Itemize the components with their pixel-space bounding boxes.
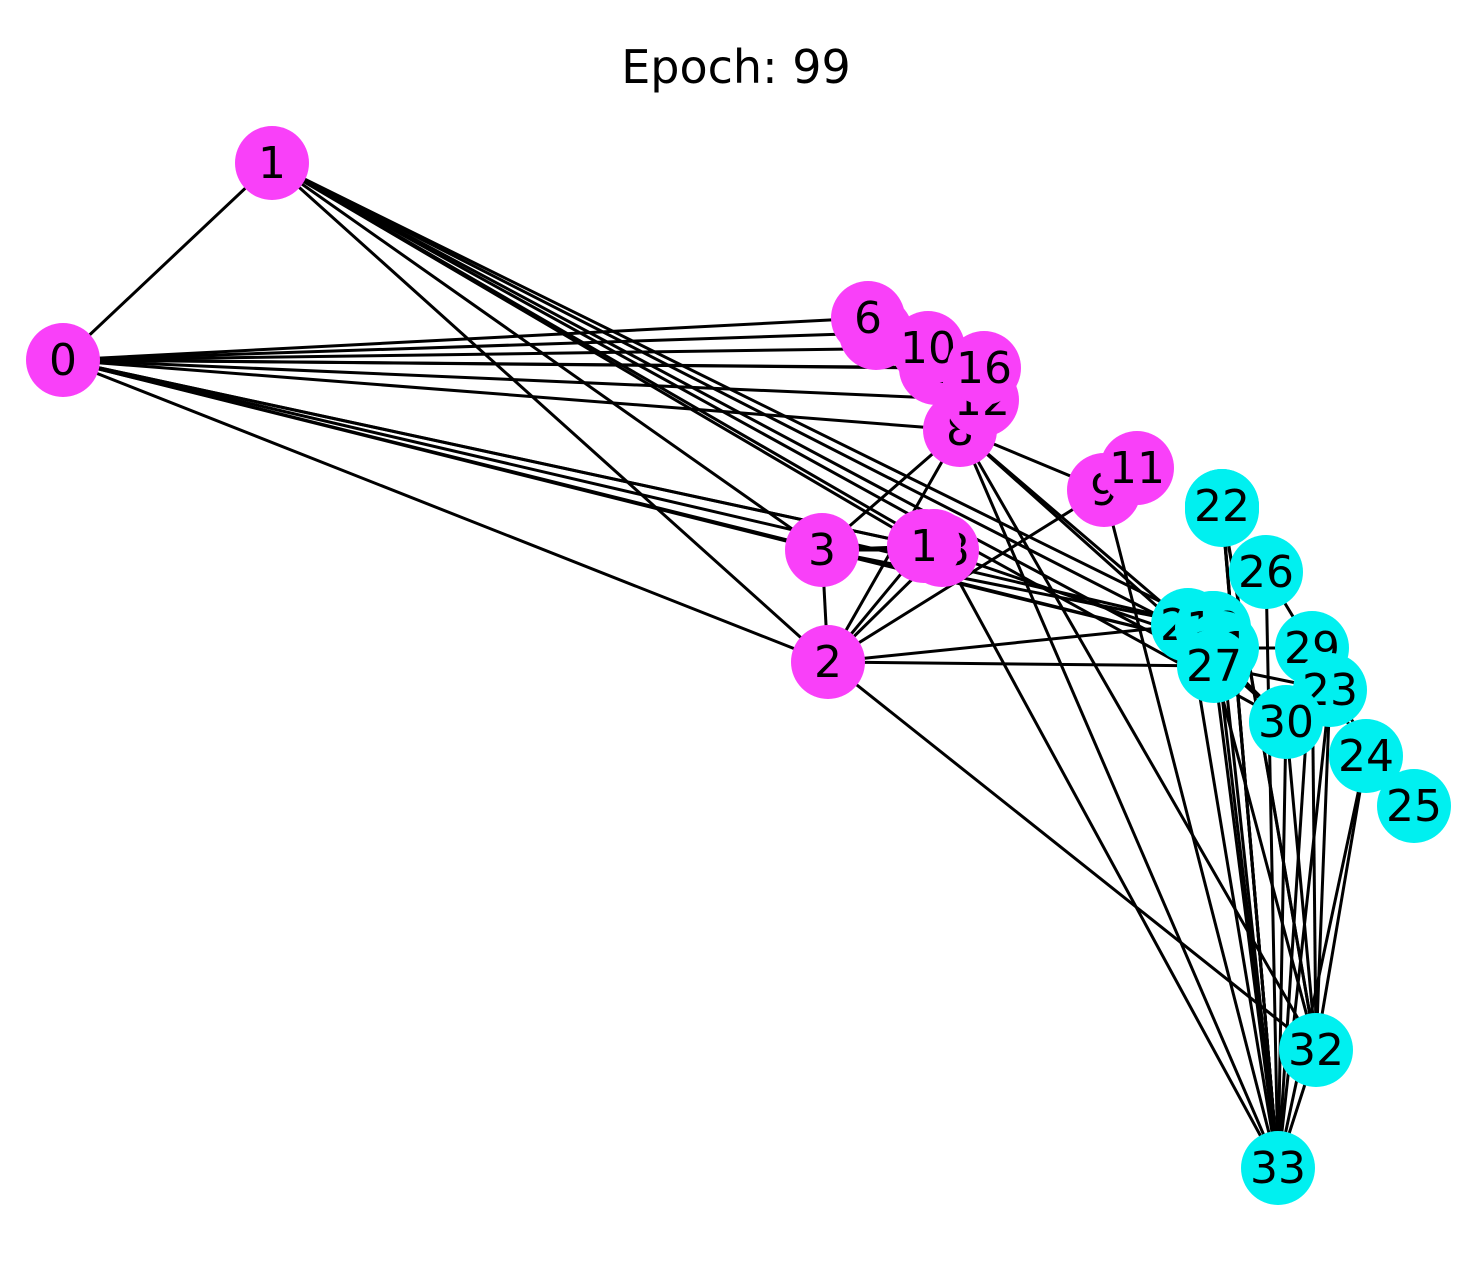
node-26: 26 bbox=[1229, 535, 1303, 609]
node-label-2: 2 bbox=[814, 637, 842, 688]
node-33: 33 bbox=[1241, 1131, 1315, 1205]
node-16: 16 bbox=[947, 331, 1021, 405]
node-11: 11 bbox=[1100, 431, 1174, 505]
edge-1-2 bbox=[270, 161, 830, 664]
node-circle-16 bbox=[947, 331, 1021, 405]
node-label-24: 24 bbox=[1338, 731, 1394, 782]
edge-1-13 bbox=[271, 161, 943, 552]
node-0: 0 bbox=[26, 323, 100, 397]
node-10: 10 bbox=[891, 311, 965, 385]
node-17: 1 bbox=[887, 509, 961, 583]
node-25: 25 bbox=[1377, 769, 1451, 843]
node-6: 6 bbox=[831, 281, 905, 355]
node-label-25: 25 bbox=[1386, 781, 1442, 832]
edge-0-8 bbox=[62, 358, 961, 432]
node-label-27: 27 bbox=[1186, 641, 1242, 692]
edge-8-28 bbox=[959, 428, 1189, 627]
edge-1-21 bbox=[271, 161, 1223, 650]
edge-23-32 bbox=[1314, 689, 1332, 1051]
node-label-16: 16 bbox=[956, 343, 1012, 394]
figure-title: Epoch: 99 bbox=[621, 40, 851, 94]
node-circle-33 bbox=[1241, 1131, 1315, 1205]
node-label-6: 6 bbox=[854, 293, 882, 344]
node-label-3: 3 bbox=[808, 525, 836, 576]
node-22: 22 bbox=[1185, 469, 1259, 543]
edge-30-33 bbox=[1276, 721, 1288, 1169]
node-label-32: 32 bbox=[1288, 1025, 1344, 1076]
node-label-1: 1 bbox=[258, 138, 286, 189]
node-circle-6 bbox=[831, 281, 905, 355]
edge-0-2 bbox=[62, 358, 829, 664]
node-label-33: 33 bbox=[1250, 1143, 1306, 1194]
edge-30-32 bbox=[1284, 721, 1318, 1051]
edge-0-6 bbox=[62, 316, 869, 362]
edge-24-32 bbox=[1314, 755, 1368, 1051]
edge-0-5 bbox=[62, 331, 877, 362]
edge-9-33 bbox=[1102, 489, 1280, 1169]
edge-0-1 bbox=[61, 161, 274, 362]
node-circle-11 bbox=[1100, 431, 1174, 505]
edge-2-28 bbox=[827, 623, 1189, 664]
edge-0-19 bbox=[62, 358, 1215, 630]
edge-0-12 bbox=[62, 358, 983, 402]
node-circle-24 bbox=[1329, 719, 1403, 793]
edge-1-3 bbox=[271, 161, 823, 552]
edge-27-33 bbox=[1212, 665, 1280, 1169]
node-2: 2 bbox=[791, 625, 865, 699]
edge-1-30 bbox=[271, 161, 1287, 724]
edge-0-16 bbox=[62, 358, 985, 370]
node-circle-32 bbox=[1279, 1013, 1353, 1087]
edge-8-33 bbox=[958, 429, 1280, 1169]
node-1: 1 bbox=[235, 126, 309, 200]
edge-0-10 bbox=[62, 346, 929, 362]
edge-26-33 bbox=[1264, 571, 1280, 1169]
edge-3-19 bbox=[821, 548, 1215, 630]
edge-13-33 bbox=[940, 549, 1280, 1169]
edge-24-33 bbox=[1276, 755, 1368, 1169]
node-24: 24 bbox=[1329, 719, 1403, 793]
node-label-26: 26 bbox=[1238, 547, 1294, 598]
node-label-11: 11 bbox=[1109, 443, 1165, 494]
node-circle-25 bbox=[1377, 769, 1451, 843]
node-label-30: 30 bbox=[1258, 697, 1314, 748]
node-circle-17 bbox=[887, 509, 961, 583]
node-circle-3 bbox=[785, 513, 859, 587]
edge-1-27 bbox=[271, 161, 1215, 668]
graph-nodes: 0123456789101112131611415182022262881921… bbox=[26, 126, 1451, 1205]
edge-0-13 bbox=[62, 358, 943, 552]
node-circle-27 bbox=[1177, 629, 1251, 703]
node-label-17: 1 bbox=[910, 521, 938, 572]
node-circle-30 bbox=[1249, 685, 1323, 759]
node-label-22: 22 bbox=[1194, 481, 1250, 532]
node-circle-1 bbox=[235, 126, 309, 200]
node-circle-2 bbox=[791, 625, 865, 699]
node-circle-0 bbox=[26, 323, 100, 397]
node-label-10: 10 bbox=[900, 323, 956, 374]
edge-2-32 bbox=[827, 660, 1317, 1052]
node-label-0: 0 bbox=[49, 335, 77, 386]
edge-2-27 bbox=[827, 660, 1215, 668]
node-circle-26 bbox=[1229, 535, 1303, 609]
node-circle-10 bbox=[891, 311, 965, 385]
node-3: 3 bbox=[785, 513, 859, 587]
node-30: 30 bbox=[1249, 685, 1323, 759]
node-27: 27 bbox=[1177, 629, 1251, 703]
node-32: 32 bbox=[1279, 1013, 1353, 1087]
graph-edges bbox=[61, 161, 1416, 1169]
edge-28-33 bbox=[1186, 624, 1280, 1169]
edge-1-19 bbox=[271, 161, 1215, 630]
edge-8-32 bbox=[958, 429, 1318, 1051]
node-circle-22 bbox=[1185, 469, 1259, 543]
